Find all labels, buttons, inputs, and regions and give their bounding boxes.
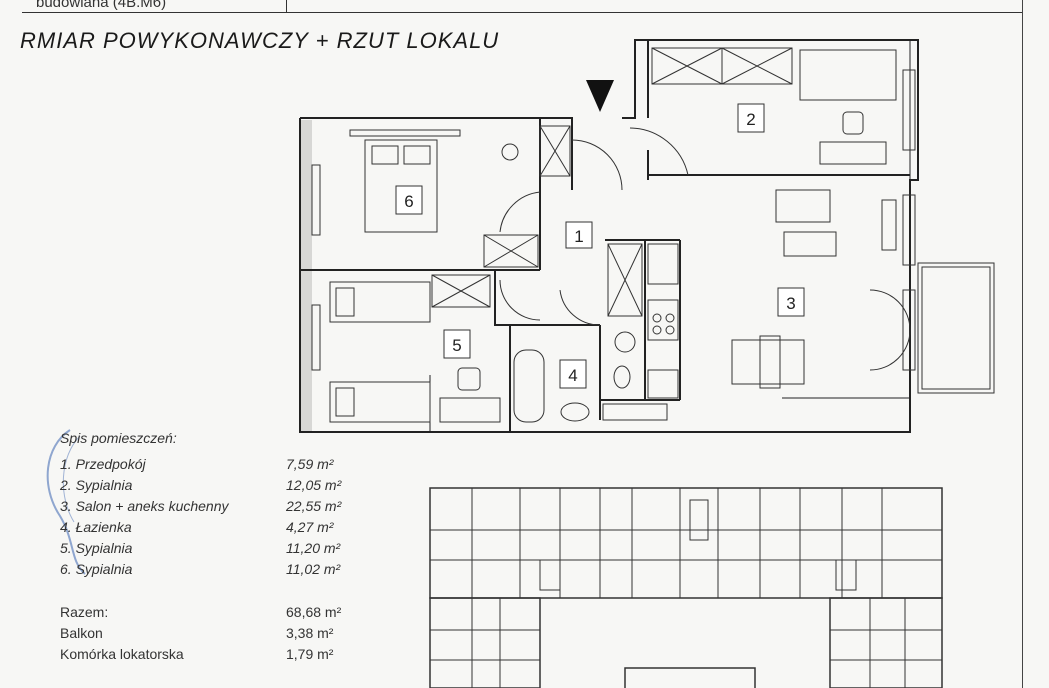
legend-room-name: 2. Sypialnia [60,477,133,493]
room-3-label: 3 [786,294,795,313]
header-divider [22,12,1022,13]
legend-room-area: 7,59 m² [286,456,334,472]
header-separator [286,0,287,13]
legend-total-row: Komórka lokatorska 1,79 m² [60,646,360,666]
room-legend: Spis pomieszczeń: 1. Przedpokój 7,59 m² … [0,426,380,688]
room-3-box [777,287,805,317]
legend-row: 3. Salon + aneks kuchenny 22,55 m² [60,498,360,518]
room-2-label: 2 [746,110,755,129]
room-4-box [559,359,587,389]
room-6-label: 6 [404,192,413,211]
legend-total-area: 68,68 m² [286,604,342,620]
room-6-box [395,185,423,215]
legend-row: 1. Przedpokój 7,59 m² [60,456,360,476]
room-1-box [565,221,593,249]
legend-room-name: 6. Sypialnia [60,561,133,577]
entrance-arrow-icon [586,80,614,112]
legend-total-row: Balkon 3,38 m² [60,625,360,645]
room-1-label: 1 [574,227,583,246]
legend-total-name: Komórka lokatorska [60,646,184,662]
room-5-label: 5 [452,336,461,355]
legend-room-name: 1. Przedpokój [60,456,146,472]
legend-total-row: Razem: 68,68 m² [60,604,360,624]
building-key-plan [429,487,943,688]
page-title: RMIAR POWYKONAWCZY + RZUT LOKALU [20,28,500,53]
legend-total-area: 3,38 m² [286,625,334,641]
stamp-icon [46,429,86,575]
legend-row: 5. Sypialnia 11,20 m² [60,540,360,560]
header-top-text: budowlana (4B.M6) [36,0,167,11]
legend-total-name: Balkon [60,625,103,641]
legend-room-name: 5. Sypialnia [60,540,133,556]
legend-room-name: 4. Łazienka [60,519,132,535]
room-5-box [443,329,471,359]
room-2-box [737,103,765,133]
legend-row: 6. Sypialnia 11,02 m² [60,561,360,581]
legend-room-area: 11,20 m² [286,540,341,556]
legend-room-area: 4,27 m² [286,519,334,535]
room-4-label: 4 [568,366,577,385]
legend-room-area: 22,55 m² [286,498,342,514]
page-border-right [1022,0,1023,688]
legend-row: 2. Sypialnia 12,05 m² [60,477,360,497]
legend-room-area: 12,05 m² [286,477,342,493]
legend-total-name: Razem: [60,604,109,620]
legend-total-area: 1,79 m² [286,646,334,662]
legend-room-area: 11,02 m² [286,561,341,577]
legend-title: Spis pomieszczeń: [60,430,177,446]
legend-row: 4. Łazienka 4,27 m² [60,519,360,539]
legend-room-name: 3. Salon + aneks kuchenny [60,498,229,514]
